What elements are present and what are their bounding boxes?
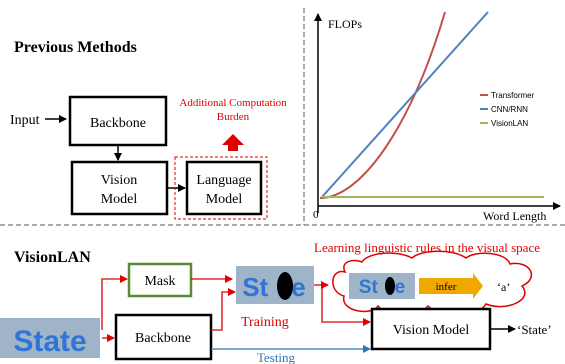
chart-legend: Transformer CNN/RNN VisionLAN <box>480 91 535 128</box>
masked-word-text: St te <box>242 272 306 302</box>
input-to-mask-arrow <box>101 275 128 330</box>
masked-to-vision-model-arrow <box>321 285 371 326</box>
language-model-dashed-frame <box>174 156 268 220</box>
series-line-cnn-rnn <box>321 11 489 198</box>
infer-label: infer <box>436 281 457 293</box>
output-label: ‘State’ <box>517 322 552 337</box>
vision-model-label-1: Vision <box>101 173 138 188</box>
visionlan-backbone-label: Backbone <box>135 331 191 346</box>
series-line-transformer <box>319 11 446 199</box>
cloud-masked-char-blob <box>385 277 395 295</box>
backbone-label: Backbone <box>90 116 146 131</box>
burden-text-1: Additional Computation <box>179 97 287 109</box>
cloud-word-text: St te <box>359 277 405 298</box>
visionlan-vision-model-box <box>370 307 492 351</box>
previous-methods-title: Previous Methods <box>14 39 137 56</box>
testing-label: Testing <box>257 350 296 364</box>
language-model-label-1: Language <box>196 173 251 188</box>
burden-text-2: Burden <box>217 111 250 123</box>
vision-model-label-2: Model <box>101 192 138 207</box>
cloud-word-image <box>349 273 415 299</box>
masked-word-image <box>236 266 314 304</box>
legend-label-visionlan: VisionLAN <box>491 119 528 128</box>
legend-label-transformer: Transformer <box>491 91 535 100</box>
inferred-char: ‘a’ <box>497 280 510 294</box>
y-axis-label: FLOPs <box>328 17 362 31</box>
learning-caption: Learning linguistic rules in the visual … <box>314 240 540 255</box>
burden-up-arrow-icon <box>222 134 244 151</box>
visionlan-vision-model-label: Vision Model <box>393 323 470 338</box>
backbone-to-masked-word-arrow <box>211 288 236 331</box>
legend-label-cnn-rnn: CNN/RNN <box>491 105 528 114</box>
origin-label: 0 <box>313 209 319 221</box>
input-label: Input <box>10 113 40 128</box>
infer-arrow-icon <box>419 273 483 299</box>
input-word-text: State <box>13 325 86 358</box>
language-model-label-2: Model <box>206 192 243 207</box>
visionlan-backbone-box <box>114 313 213 361</box>
training-label: Training <box>241 315 289 330</box>
input-word-image <box>0 318 100 358</box>
masked-char-blob <box>277 272 293 300</box>
mask-box <box>127 262 193 298</box>
visionlan-title: VisionLAN <box>14 249 91 266</box>
language-model-box <box>185 160 263 216</box>
flops-chart: FLOPs Word Length 0 Transformer CNN/RNN … <box>313 11 561 223</box>
mask-label: Mask <box>144 274 175 289</box>
x-axis-label: Word Length <box>483 209 546 223</box>
